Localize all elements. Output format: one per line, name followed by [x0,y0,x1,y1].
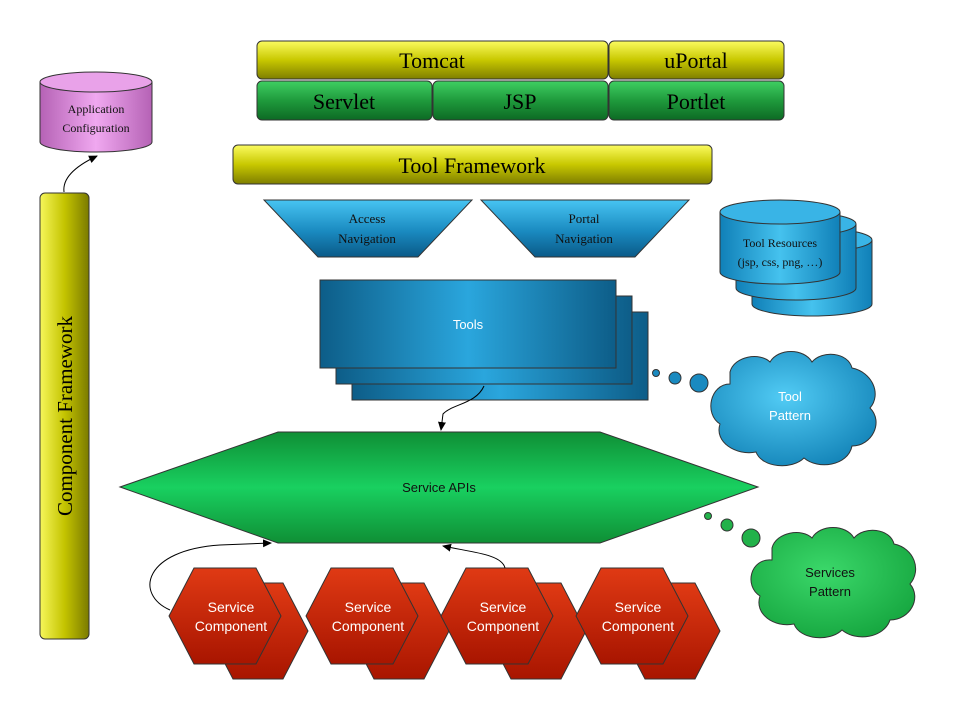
app-config-line1: Application [68,102,125,116]
service-component-3-line1: Service [480,599,527,615]
application-configuration-cylinder: Application Configuration [39,71,153,153]
tool-pattern-line1: Tool [778,389,802,404]
portlet-label: Portlet [667,89,726,114]
services-pattern-cloud: Services Pattern [750,527,916,639]
uportal-label: uPortal [664,48,728,73]
tool-resources-line1: Tool Resources [743,236,817,250]
jsp-bar: JSP [432,80,609,121]
service-apis-label: Service APIs [402,480,476,495]
portlet-bar: Portlet [608,80,785,121]
tool-framework-label: Tool Framework [399,153,546,178]
service-component-2: Service Component [305,567,450,680]
tool-resources-front: Tool Resources (jsp, css, png, …) [719,199,841,285]
service-component-4-line1: Service [615,599,662,615]
service-component-2-line1: Service [345,599,392,615]
access-navigation-line2: Navigation [338,231,396,246]
component-to-service-apis-arrow-left [149,539,272,611]
tools-label: Tools [453,317,484,332]
tool-pattern-cloud: Tool Pattern [710,351,877,467]
service-component-2-line2: Component [332,618,404,634]
tomcat-bar: Tomcat [256,40,609,80]
services-pattern-bubbles [704,512,761,548]
tools-to-service-apis-arrow [438,385,485,431]
services-pattern-line1: Services [805,565,855,580]
jsp-label: JSP [503,89,536,114]
servlet-label: Servlet [313,89,375,114]
component-framework-label: Component Framework [53,315,77,516]
service-component-1-line1: Service [208,599,255,615]
tool-framework-bar: Tool Framework [232,144,713,185]
component-to-config-arrow [63,155,98,193]
tool-resources-line2: (jsp, css, png, …) [738,255,823,269]
service-apis: Service APIs [118,431,760,544]
component-framework-bar: Component Framework [39,192,90,640]
access-navigation: Access Navigation [262,199,474,258]
portal-navigation-line1: Portal [568,211,599,226]
portal-navigation-line2: Navigation [555,231,613,246]
component-to-service-apis-arrow-middle [442,543,506,569]
service-component-4-line2: Component [602,618,674,634]
access-navigation-line1: Access [349,211,386,226]
service-component-4: Service Component [575,567,721,680]
service-component-1: Service Component [168,567,309,680]
service-component-3-line2: Component [467,618,539,634]
tool-resources: Tool Resources (jsp, css, png, …) [719,199,873,317]
tools-stack: Tools [319,279,649,401]
service-component-3: Service Component [440,567,587,680]
servlet-bar: Servlet [256,80,433,121]
tomcat-label: Tomcat [399,48,465,73]
uportal-bar: uPortal [608,40,785,80]
tool-pattern-bubbles [652,369,709,393]
tool-pattern-line2: Pattern [769,408,811,423]
services-pattern-line2: Pattern [809,584,851,599]
portal-navigation: Portal Navigation [479,199,691,258]
service-component-1-line2: Component [195,618,267,634]
app-config-line2: Configuration [62,121,129,135]
